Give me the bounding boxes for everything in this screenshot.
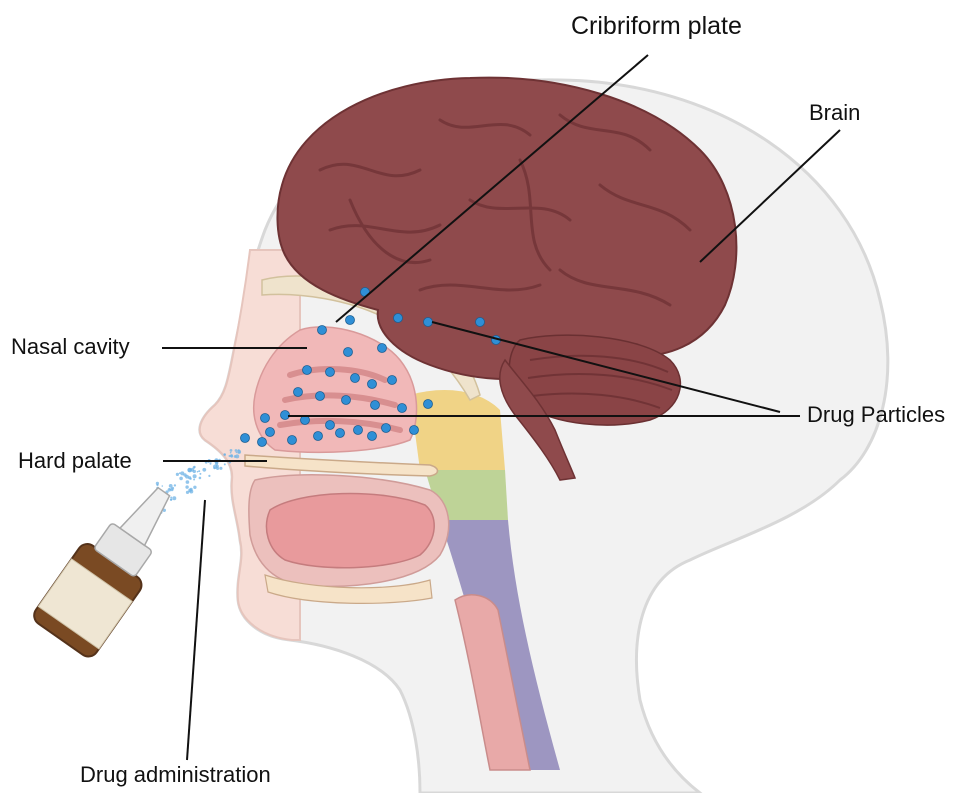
drug-particle [266,428,275,437]
mist-droplet [185,485,188,488]
mist-droplet [234,455,237,458]
label-brain: Brain [809,102,860,124]
drug-particle [410,426,419,435]
drug-particle [318,326,327,335]
mist-droplet [238,451,240,453]
mist-droplet [193,466,196,469]
drug-particle [368,432,377,441]
drug-particle [344,348,353,357]
drug-particle [378,344,387,353]
label-drug-particles: Drug Particles [807,404,945,426]
drug-particle [342,396,351,405]
label-drug-administration: Drug administration [80,764,271,786]
drug-particle [354,426,363,435]
mist-droplet [223,453,226,456]
drug-particle [294,388,303,397]
mist-droplet [230,449,233,452]
mist-droplet [236,452,238,454]
mist-droplet [208,475,210,477]
mist-droplet [197,471,199,473]
mist-droplet [179,472,181,474]
drug-particle [241,434,250,443]
drug-particle [261,414,270,423]
mist-droplet [199,477,202,480]
label-nasal-cavity: Nasal cavity [11,336,130,358]
mist-droplet [224,463,226,465]
mist-droplet [172,496,176,500]
drug-particle [398,404,407,413]
mist-droplet [230,452,232,454]
mist-droplet [171,487,174,490]
drug-particle [326,368,335,377]
mist-droplet [168,488,172,492]
mist-droplet [230,455,233,458]
mist-droplet [219,467,222,470]
mist-droplet [202,468,206,472]
mist-droplet [188,476,191,479]
mist-droplet [174,484,176,486]
label-hard-palate: Hard palate [18,450,132,472]
mist-droplet [199,473,201,475]
mist-droplet [193,470,196,473]
drug-particle [388,376,397,385]
label-cribriform-plate: Cribriform plate [571,14,742,39]
drug-particle [314,432,323,441]
mist-droplet [186,491,189,494]
drug-particle [303,366,312,375]
spray-bottle [30,470,194,660]
mist-droplet [186,480,190,484]
drug-particle [351,374,360,383]
mist-droplet [170,499,172,501]
mist-droplet [193,479,195,481]
drug-particle [476,318,485,327]
drug-particle [336,429,345,438]
drug-particle [368,380,377,389]
mist-droplet [179,477,183,481]
mist-droplet [187,468,191,472]
tongue [266,494,434,568]
mist-droplet [169,488,171,490]
drug-particle [394,314,403,323]
mist-droplet [210,463,212,465]
drug-particle [424,318,433,327]
mist-droplet [170,497,172,499]
drug-particle [326,421,335,430]
drug-particle [346,316,355,325]
drug-particle [371,401,380,410]
mist-droplet [213,465,217,469]
drug-particle [258,438,267,447]
mist-droplet [235,449,238,452]
mist-droplet [183,473,186,476]
mist-droplet [193,486,196,489]
drug-particle [424,400,433,409]
mist-droplet [193,474,197,478]
drug-particle [288,436,297,445]
mist-droplet [156,484,158,486]
mist-droplet [198,470,200,472]
drug-particle [382,424,391,433]
mist-droplet [162,485,164,487]
leader-admin [187,500,205,760]
mist-droplet [176,473,179,476]
drug-particle [316,392,325,401]
